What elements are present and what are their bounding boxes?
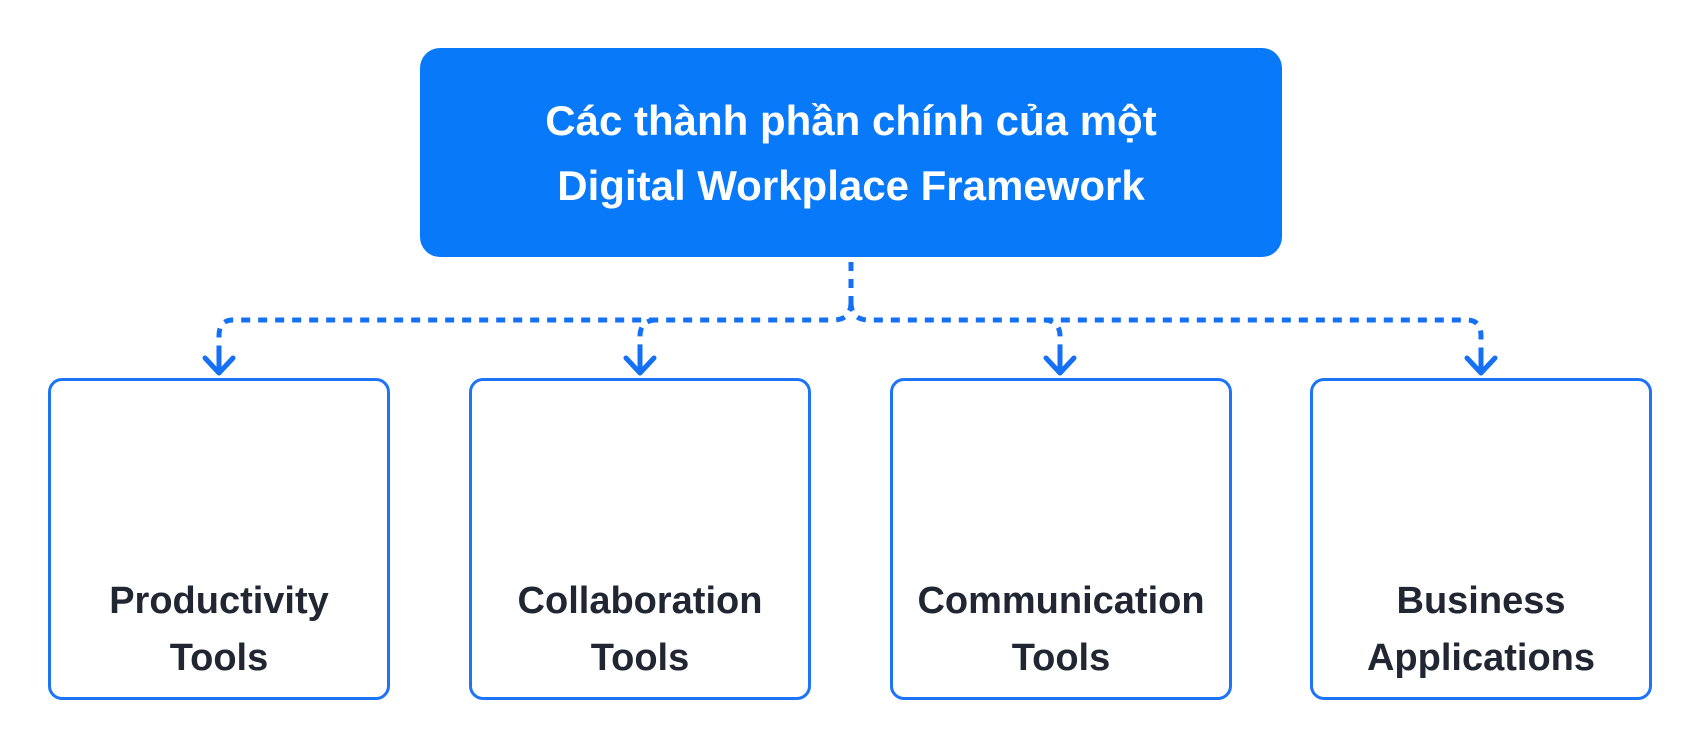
node-label-line: Tools: [1011, 637, 1111, 679]
node-label-line: Applications: [1366, 637, 1596, 679]
node-label-line: Business: [1396, 580, 1566, 622]
node-productivity-tools: Productivity Tools: [48, 378, 390, 700]
node-label-line: Communication: [917, 580, 1205, 622]
node-communication-tools: Communication Tools: [890, 378, 1232, 700]
header-title-line-2: Digital Workplace Framework: [557, 161, 1145, 209]
arrow-down-icon: [202, 349, 236, 376]
node-label-line: Tools: [590, 637, 690, 679]
node-business-applications: Business Applications: [1310, 378, 1652, 700]
node-label-line: Productivity: [109, 580, 329, 622]
connector-branch-right: [848, 301, 1484, 352]
node-label-line: Tools: [169, 637, 269, 679]
connector-drop-collaboration: [637, 317, 657, 352]
header-node: Các thành phần chính của một Digital Wor…: [420, 48, 1282, 257]
arrow-down-icon: [1043, 349, 1077, 376]
header-title-line-1: Các thành phần chính của một: [545, 96, 1157, 144]
arrow-down-icon: [1464, 349, 1498, 376]
connector-drop-communication: [1043, 317, 1063, 352]
connector-branch-left: [216, 301, 854, 352]
node-collaboration-tools: Collaboration Tools: [469, 378, 811, 700]
arrow-down-icon: [623, 349, 657, 376]
node-label-line: Collaboration: [517, 580, 763, 622]
